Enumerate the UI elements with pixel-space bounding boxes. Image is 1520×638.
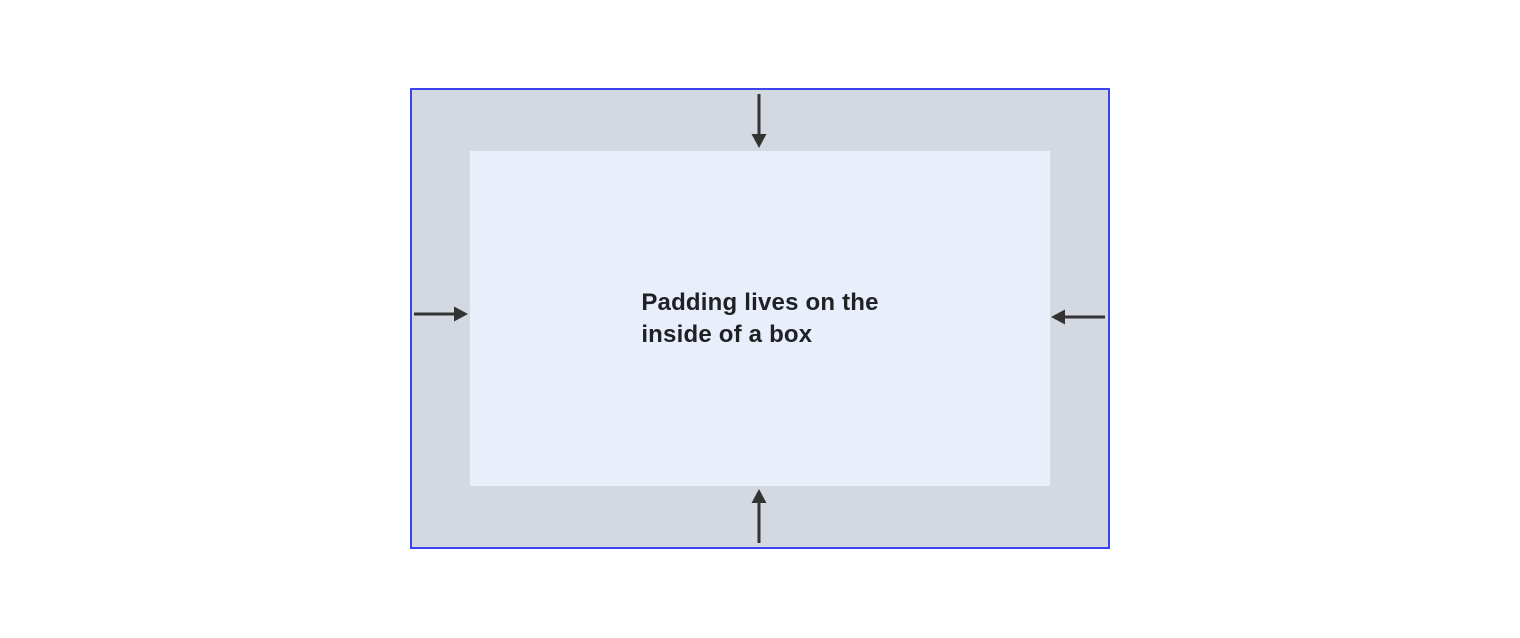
- content-area-box: Padding lives on the inside of a box: [470, 151, 1050, 486]
- padding-caption-line1: Padding lives on the: [641, 288, 879, 316]
- arrow-left-icon: [1051, 309, 1105, 325]
- arrow-right-icon: [414, 306, 468, 322]
- padding-caption: Padding lives on the inside of a box: [641, 287, 878, 351]
- arrow-down-icon: [751, 94, 767, 148]
- padding-caption-line2: inside of a box: [641, 320, 813, 348]
- arrow-up-icon: [751, 489, 767, 543]
